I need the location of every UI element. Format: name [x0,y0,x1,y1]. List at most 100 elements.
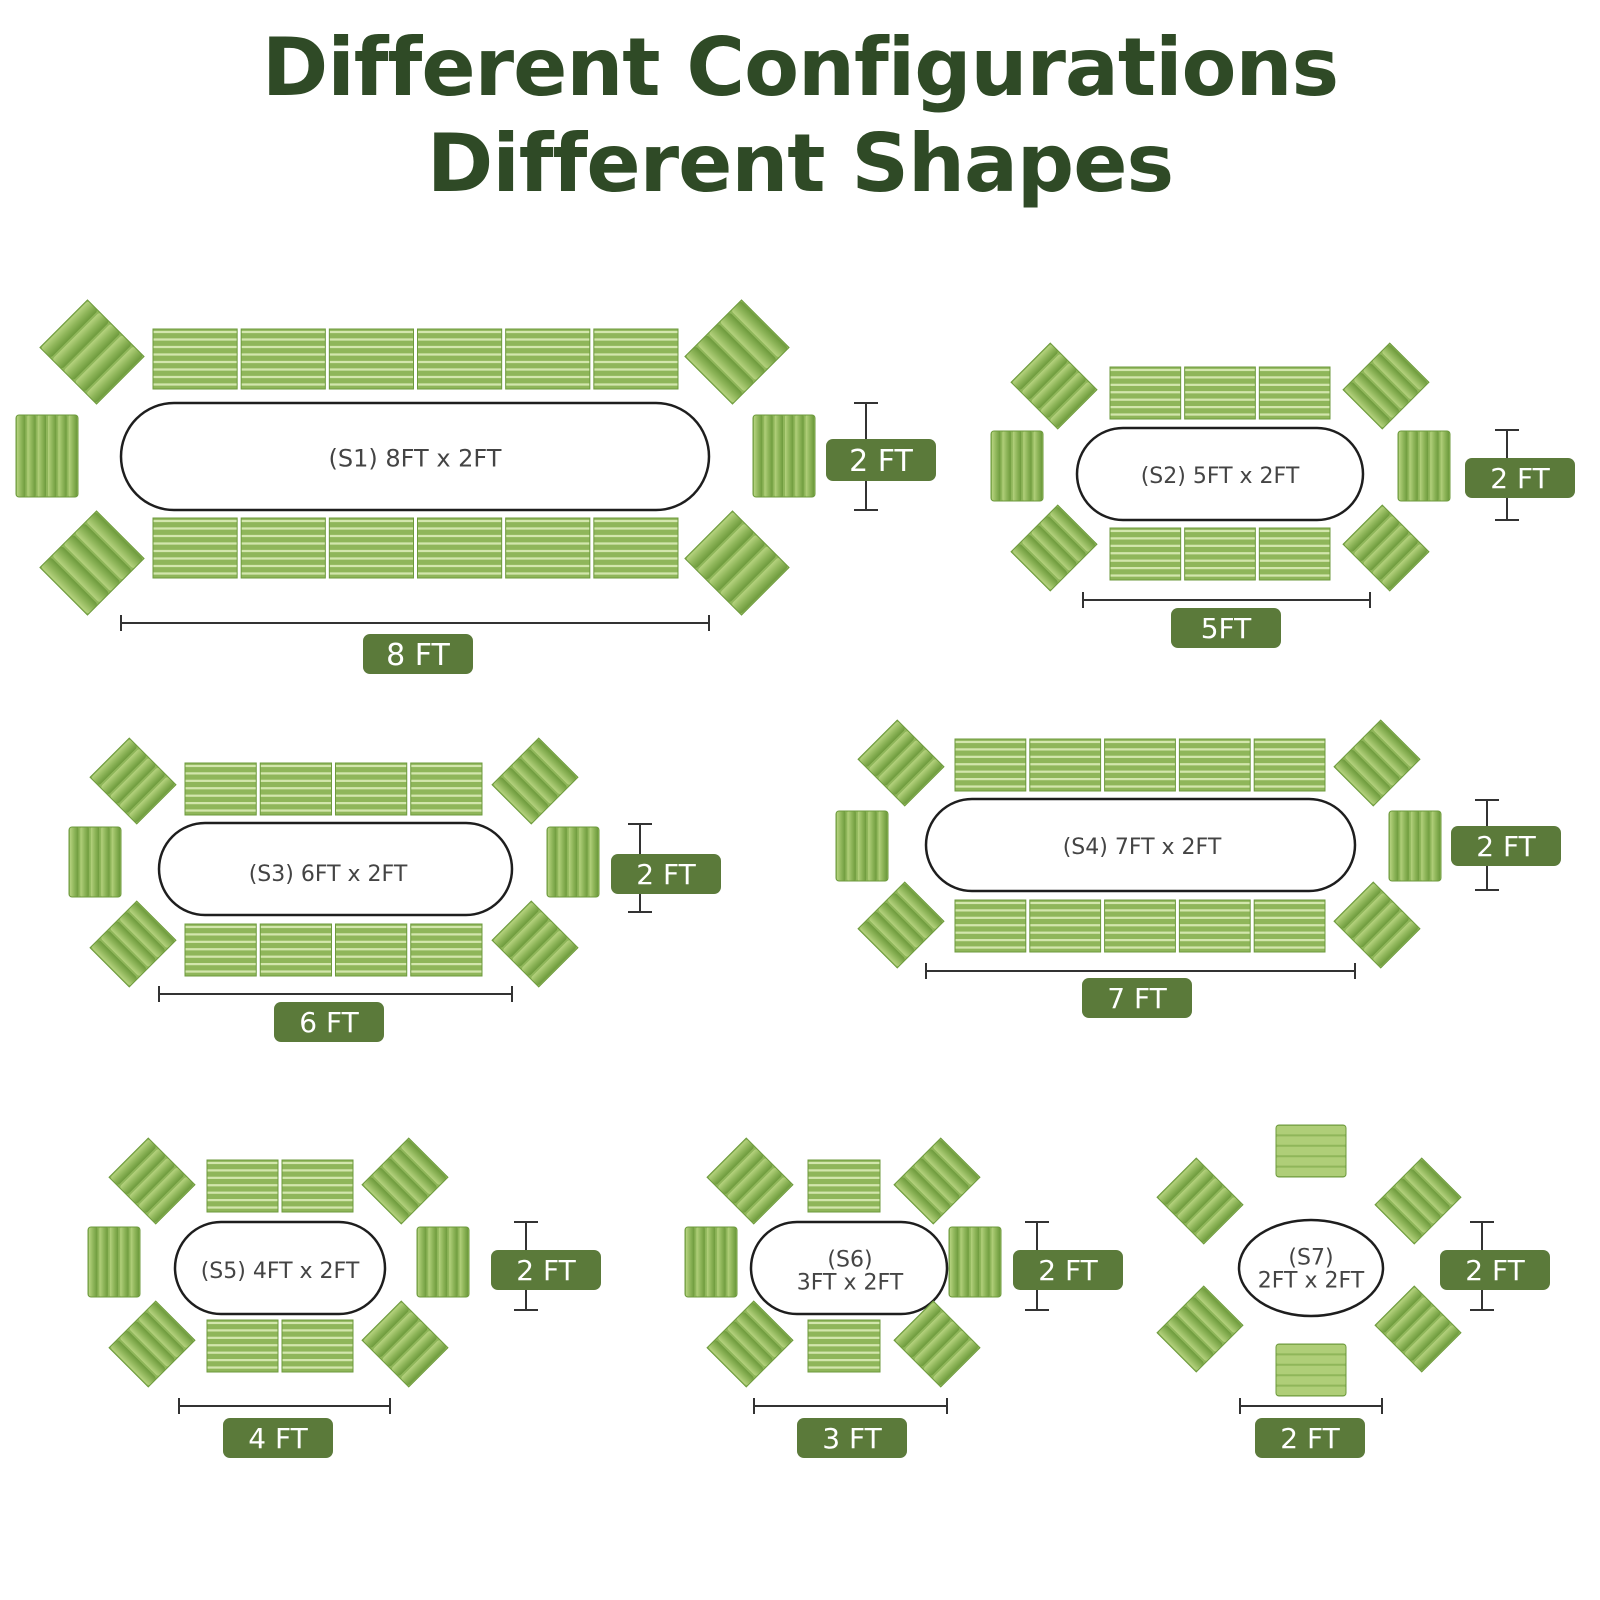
raised-bed-straight [593,328,679,390]
raised-bed-straight [206,1159,279,1213]
dimension-badge [1465,458,1575,498]
corner-panel [1374,1157,1462,1245]
corner-panel [108,1137,196,1225]
raised-bed-straight [1253,899,1326,953]
end-panel-left [684,1226,738,1298]
end-panel-right [752,414,816,498]
raised-bed-straight [1258,527,1331,581]
raised-bed-straight [1178,738,1251,792]
raised-bed-straight [328,328,415,390]
raised-bed-straight [259,762,332,816]
raised-bed-straight [417,328,503,390]
corner-panel [684,299,790,405]
raised-bed-straight [328,517,415,579]
corner-panel [893,1137,981,1225]
dimension-label: 2 FT [636,858,696,891]
dimension-label: 6 FT [299,1006,359,1039]
dimension-badge [363,634,473,674]
corner-panel [893,1300,981,1388]
raised-bed-straight [240,328,326,390]
end-panel [1275,1124,1347,1178]
corner-panel [491,900,579,988]
dimension-label: 2 FT [1280,1422,1340,1455]
corner-panel [1333,881,1421,969]
dimension-label: 2 FT [516,1254,576,1287]
end-panel-right [1388,810,1442,882]
raised-bed-straight [410,762,483,816]
corner-panel [1010,504,1098,592]
end-panel-left [15,414,79,498]
dimension-label: 2 FT [1038,1254,1098,1287]
raised-bed-straight [1258,366,1331,420]
raised-bed-straight [807,1159,881,1213]
table-outline [173,1220,387,1316]
end-panel-left [87,1226,141,1298]
title-line-1: Different Configurations [261,21,1339,114]
end-panel-right [1397,430,1451,502]
dimension-label: 3 FT [822,1422,882,1455]
raised-bed-straight [240,517,326,579]
dimension-label: 7 FT [1107,982,1167,1015]
title-line-2: Different Shapes [426,117,1174,210]
dimension-badge [1255,1418,1365,1458]
table-outline [924,797,1357,893]
dimension-label: 2 FT [1465,1254,1525,1287]
end-panel [1275,1343,1347,1397]
table-outline [119,401,711,512]
raised-bed-straight [152,328,238,390]
corner-panel [1374,1285,1462,1373]
end-panel-right [546,826,600,898]
raised-bed-straight [954,738,1027,792]
corner-panel [1010,342,1098,430]
end-panel-right [948,1226,1002,1298]
dimension-badge [611,854,721,894]
dimension-badge [223,1418,333,1458]
raised-bed-straight [1104,899,1176,953]
table-label: 2FT x 2FT [1258,1268,1365,1293]
table-label: (S1) 8FT x 2FT [329,445,502,473]
raised-bed-straight [417,517,503,579]
dimension-label: 5FT [1201,612,1252,645]
corner-panel [1342,504,1430,592]
corner-panel [361,1300,449,1388]
raised-bed-straight [505,517,591,579]
raised-bed-straight [505,328,591,390]
raised-bed-straight [281,1319,354,1373]
raised-bed-straight [1184,366,1256,420]
corner-panel [1342,342,1430,430]
raised-bed-straight [206,1319,279,1373]
corner-panel [89,900,177,988]
corner-panel [39,510,145,616]
raised-bed-straight [281,1159,354,1213]
corner-panel [361,1137,449,1225]
dimension-badge [491,1250,601,1290]
corner-panel [1156,1285,1244,1373]
corner-panel [491,737,579,825]
raised-bed-straight [1109,527,1182,581]
raised-bed-straight [593,517,679,579]
table-label: (S7) [1288,1245,1333,1270]
raised-bed-straight [410,923,483,977]
end-panel-left [990,430,1044,502]
table-label: (S3) 6FT x 2FT [249,862,408,887]
table-label: (S5) 4FT x 2FT [201,1259,360,1284]
raised-bed-straight [1178,899,1251,953]
end-panel-right [416,1226,470,1298]
corner-panel [857,719,945,807]
table-outline [1075,426,1365,522]
corner-panel [706,1137,794,1225]
raised-bed-straight [184,762,257,816]
dimension-label: 2 FT [1476,830,1536,863]
table-outline [749,1220,949,1316]
dimension-badge [1451,826,1561,866]
dimension-badge [1440,1250,1550,1290]
dimension-badge [1013,1250,1123,1290]
raised-bed-straight [1029,899,1102,953]
corner-panel [1156,1157,1244,1245]
raised-bed-straight [954,899,1027,953]
dimension-label: 8 FT [386,638,450,673]
raised-bed-straight [1104,738,1176,792]
table-outline [1237,1218,1385,1318]
